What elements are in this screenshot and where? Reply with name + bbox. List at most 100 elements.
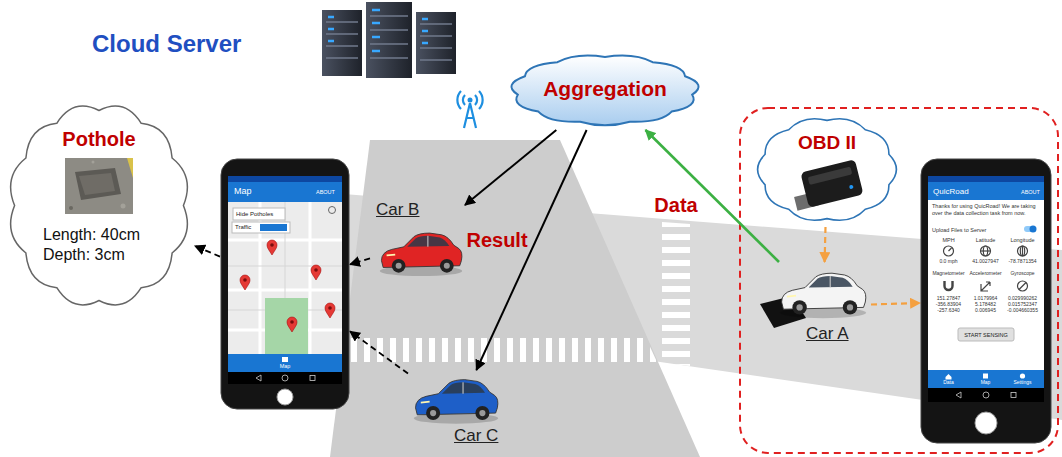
phone-body-part — [240, 275, 250, 290]
phone-body-part-part — [949, 248, 952, 251]
car-a: Car A — [776, 262, 871, 350]
phone-body-part — [1011, 393, 1016, 398]
phone-body-part — [928, 388, 1044, 402]
phone-body-part-part — [1018, 281, 1028, 291]
phone-body-part-part — [1022, 246, 1023, 256]
phone-body-part — [329, 207, 336, 214]
aggregation-cloud: Aggregation — [505, 50, 705, 130]
phone-body-part — [256, 375, 261, 381]
tab-label: Settings — [1004, 380, 1041, 386]
phone-body-part — [232, 222, 290, 233]
phone-body-part — [983, 374, 988, 379]
phone-body-part — [282, 375, 288, 381]
phone-body-part — [282, 357, 288, 362]
road-network — [230, 140, 1062, 457]
obd-dongle-part — [808, 167, 853, 185]
phone-body-part — [921, 159, 1051, 443]
phone-body-part — [260, 224, 287, 231]
map-button: Hide Potholes — [236, 211, 273, 218]
phone-body-part — [228, 182, 342, 202]
phone-body-part — [228, 176, 342, 384]
pothole-photo-part — [79, 173, 115, 195]
phone-body-part-part — [944, 246, 954, 256]
pothole-photo-part — [121, 204, 126, 209]
phone-body-part-part — [1019, 283, 1026, 290]
tab-label: Map — [220, 363, 350, 369]
vehicle-label: Car B — [376, 200, 419, 220]
obd-dongle-part — [800, 159, 863, 207]
phone-body-part — [233, 208, 285, 220]
sensor-value: 151.27847 -356.83904 -257.6340 — [930, 295, 967, 313]
menu-item: ABOUT — [1021, 189, 1040, 195]
obd-dongle — [789, 159, 864, 210]
obd-dongle-part — [849, 184, 854, 189]
cloud-label: OBD II — [752, 132, 902, 154]
phone-body-part — [928, 370, 1044, 388]
setting-label: Upload Files to Server — [932, 227, 986, 233]
phone-body-part — [243, 278, 247, 282]
phone-body-part-part — [981, 282, 990, 291]
vehicle-label: Car A — [806, 324, 849, 344]
phone-body-part — [311, 265, 321, 280]
button-label: START SENSING — [958, 332, 1014, 338]
sensor-value: 1.0179964 5.178482 0.006945 — [967, 295, 1004, 313]
phone-body-part — [228, 176, 342, 182]
phone-body-part-part — [981, 246, 991, 256]
cloud-label: Aggregation — [505, 77, 705, 101]
pothole-photo-part — [127, 158, 133, 178]
phone-body-part-part — [1020, 246, 1024, 256]
phone-body-part — [983, 392, 989, 398]
flow-arrow — [871, 303, 920, 305]
phone-body-part — [944, 246, 1028, 291]
phone-body-part — [287, 317, 297, 332]
sensing-phone: QuicRoad ABOUT Thanks for using QuicRoad! … — [920, 158, 1052, 444]
pothole-photo-part — [65, 158, 133, 214]
phone-body-part — [221, 159, 349, 409]
phone-body-part — [290, 320, 294, 324]
vehicle-label: Car C — [454, 426, 498, 446]
phone-body-part — [928, 176, 1044, 402]
cloud-title: Pothole — [3, 128, 195, 151]
server-racks-part — [322, 10, 362, 76]
sensor-label: Gyroscope — [1004, 271, 1041, 277]
app-message: Thanks for using QuicRoad! We are taking… — [932, 203, 1036, 217]
wireless-antenna-part — [464, 103, 476, 128]
app-title: QuicRoad — [933, 187, 969, 196]
road-network-part — [347, 338, 657, 362]
phone-body-part — [314, 268, 318, 272]
pothole-photo-part — [92, 161, 95, 164]
phone-body-part — [310, 376, 315, 381]
phone-body-part — [975, 412, 997, 434]
phone-body-part-part — [945, 281, 953, 290]
server-racks-part — [328, 10, 428, 51]
sensor-value: 0.0 mph — [930, 259, 967, 265]
phone-body-part — [267, 240, 277, 255]
edge-label: Result — [466, 229, 527, 252]
edge-label: Data — [654, 194, 697, 217]
pothole-photo — [65, 158, 133, 214]
obd-cloud: OBD II — [752, 112, 902, 227]
server-racks — [322, 2, 456, 78]
car-a-figure — [780, 273, 866, 318]
phone-body-part — [946, 374, 952, 380]
phone-body-part-part — [981, 250, 991, 251]
phone-body-part — [958, 328, 1014, 341]
dimension-text: Depth: 3cm — [43, 246, 125, 264]
phone-body-part — [325, 303, 335, 318]
flow-arrow — [195, 246, 220, 257]
phone-body-part — [1030, 226, 1037, 233]
flow-arrow — [646, 130, 780, 262]
phone-body-part — [228, 202, 342, 354]
pothole-photo-part — [75, 168, 121, 200]
phone-body-part — [277, 389, 293, 405]
phone-body-part — [928, 176, 1044, 182]
dimension-text: Length: 40cm — [43, 226, 140, 244]
sensor-label: Longitude — [1004, 237, 1041, 243]
tab-label: Data — [930, 380, 967, 386]
phone-body-part-part — [1018, 246, 1028, 256]
phone-body-part — [228, 372, 342, 384]
road-network-part — [330, 140, 700, 457]
sensor-label: MPH — [930, 237, 967, 243]
